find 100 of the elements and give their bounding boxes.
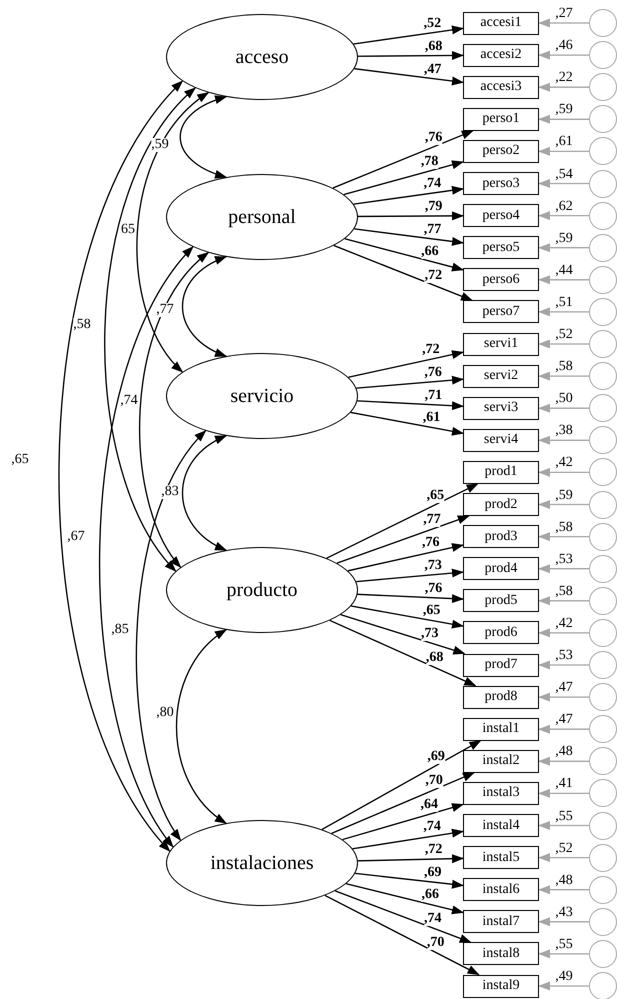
indicator-name: prod5 (484, 592, 518, 609)
indicator-name: instal5 (482, 850, 520, 866)
edge-label: ,73 (420, 626, 438, 641)
error-arrow (538, 756, 589, 766)
error-circle (589, 715, 617, 744)
error-circle (589, 362, 617, 390)
indicator-name: instal6 (482, 882, 520, 898)
loading-arrow (326, 483, 479, 559)
indicator-box (463, 44, 539, 67)
edge-label: ,71 (424, 388, 442, 403)
indicator-box (463, 268, 539, 292)
edge-label: ,48 (555, 745, 573, 760)
error-arrow (538, 18, 589, 28)
indicator-name: perso6 (482, 272, 520, 288)
edge-label: ,47 (424, 62, 442, 77)
error-arrow (538, 500, 589, 509)
indicator-name: prod1 (484, 464, 518, 480)
loading-arrow (358, 51, 464, 60)
loading-arrow (324, 894, 480, 976)
indicator-box (463, 493, 539, 516)
error-circle (589, 812, 617, 840)
edge-label: ,65 (426, 488, 444, 503)
edge-label: ,53 (555, 649, 573, 663)
correlation-arrow (58, 80, 184, 852)
indicator-name: servi1 (484, 336, 518, 352)
indicator-box (463, 686, 539, 709)
indicator-name: perso7 (482, 304, 520, 320)
indicator-box (463, 525, 539, 548)
loading-arrow (331, 772, 475, 834)
error-arrow (538, 243, 589, 252)
edge-label: ,59 (151, 138, 169, 152)
error-arrow (538, 307, 589, 316)
error-arrow (538, 982, 589, 990)
loading-arrow (357, 400, 464, 410)
indicator-box (463, 974, 539, 998)
loading-arrow (342, 803, 464, 840)
error-arrow (538, 596, 589, 606)
edge-label: ,74 (424, 177, 442, 192)
latent-variable-name: personal (228, 206, 296, 228)
error-circle (589, 554, 617, 583)
indicator-name: instal8 (482, 946, 520, 962)
edge-label: ,74 (423, 820, 441, 834)
indicator-name: perso3 (482, 176, 520, 192)
error-circle (589, 586, 617, 615)
error-circle (589, 170, 617, 198)
indicator-name: perso1 (482, 111, 520, 128)
error-arrow (538, 724, 589, 734)
loading-arrow (356, 568, 464, 582)
edge-label: ,79 (424, 200, 442, 214)
edge-label: ,47 (555, 713, 573, 728)
indicator-box (463, 782, 539, 805)
error-circle (589, 458, 617, 486)
loading-arrow (350, 412, 464, 436)
error-arrow (538, 692, 589, 702)
indicator-box (463, 236, 539, 260)
edge-label: ,58 (73, 318, 91, 332)
error-circle (589, 876, 617, 904)
error-arrow (538, 660, 589, 670)
latent-variable-ellipse (166, 820, 358, 906)
error-arrow (538, 564, 589, 574)
edge-label: ,69 (424, 866, 442, 880)
error-arrow (538, 146, 589, 156)
error-arrow (538, 436, 589, 445)
indicator-box (463, 172, 539, 195)
edge-label: ,52 (424, 16, 442, 31)
indicator-box (463, 910, 539, 934)
edge-label: ,47 (555, 681, 573, 696)
indicator-name: instal9 (482, 978, 520, 994)
edge-label: ,53 (555, 552, 573, 567)
edge-label: ,49 (555, 970, 573, 984)
error-circle (589, 522, 617, 551)
edge-label: ,59 (555, 488, 573, 502)
edge-label: ,50 (555, 392, 573, 406)
error-arrow (538, 788, 589, 798)
loading-arrow (344, 238, 464, 272)
indicator-name: prod7 (484, 657, 518, 673)
error-circle (589, 972, 617, 999)
error-circle (589, 105, 617, 134)
loading-arrow (355, 872, 464, 889)
loading-arrow (358, 854, 464, 864)
error-arrow (538, 275, 589, 284)
edge-label: ,38 (555, 424, 573, 438)
latent-variable-name: producto (226, 578, 298, 602)
error-arrow (538, 211, 589, 220)
error-arrow (538, 404, 589, 413)
error-circle (589, 651, 617, 679)
error-circle (589, 747, 617, 776)
edge-label: ,68 (424, 40, 442, 54)
edge-label: ,70 (426, 936, 444, 950)
indicator-box (463, 12, 539, 34)
indicator-name: prod4 (484, 560, 518, 577)
indicator-name: instal7 (482, 914, 520, 930)
loading-arrow (348, 543, 464, 572)
edge-label: ,58 (555, 360, 573, 374)
edge-label: ,46 (555, 39, 573, 54)
error-circle (589, 426, 617, 454)
indicator-box (463, 140, 539, 163)
edge-label: ,22 (555, 71, 573, 86)
error-circle (589, 618, 617, 647)
indicator-box (463, 750, 539, 773)
